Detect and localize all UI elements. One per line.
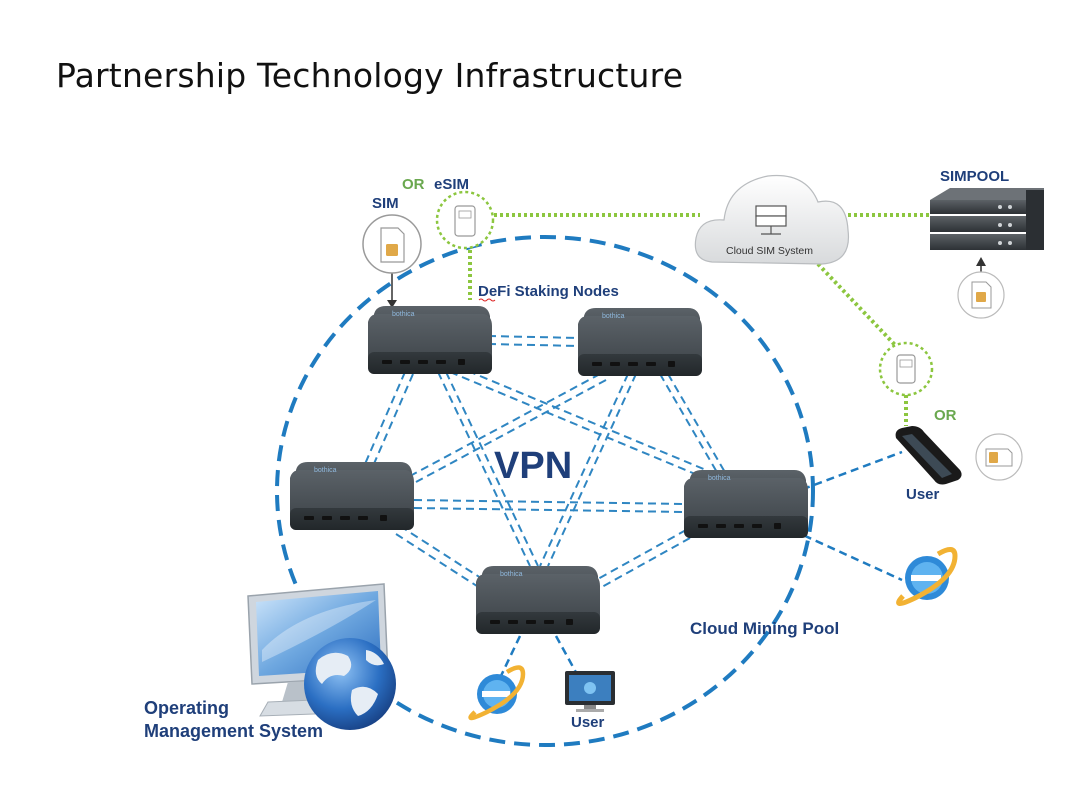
node-brand: bothica xyxy=(392,311,415,318)
cloud-sim-system-icon xyxy=(694,174,850,265)
browser-icon-bottom xyxy=(468,665,526,721)
node-brand: bothica xyxy=(500,571,523,578)
smartphone-icon xyxy=(895,426,962,485)
defi-staking-nodes-label: DeFi Staking Nodes xyxy=(478,283,619,300)
staking-node-1: bothica xyxy=(368,306,492,374)
simpool-label: SIMPOOL xyxy=(940,168,1009,185)
vpn-mesh-links xyxy=(364,335,727,589)
or-label-right: OR xyxy=(934,407,957,424)
esim-icon xyxy=(435,190,495,250)
desktop-computer-icon xyxy=(565,671,615,712)
simpool-server-icon xyxy=(930,188,1044,250)
node-brand: bothica xyxy=(314,467,337,474)
staking-node-2: bothica xyxy=(578,308,702,376)
staking-node-3: bothica xyxy=(290,462,414,530)
sim-label: SIM xyxy=(372,195,399,212)
spellcheck-underline xyxy=(478,298,496,302)
or-label-top: OR xyxy=(402,176,425,193)
cloud-mining-pool-circle xyxy=(275,235,815,747)
simpool-sim-card-icon xyxy=(957,271,1005,319)
user-label-bottom: User xyxy=(571,714,605,731)
sim-arrow xyxy=(387,272,397,308)
node-brand: bothica xyxy=(708,475,731,482)
operating-label-line1: Operating xyxy=(144,698,229,718)
user-links xyxy=(498,450,903,679)
user-esim-icon xyxy=(878,341,934,397)
user-label-right: User xyxy=(906,486,940,503)
globe-icon xyxy=(304,638,396,730)
user-sim-card-icon xyxy=(975,433,1023,481)
staking-node-4: bothica xyxy=(684,470,808,538)
sim-links xyxy=(468,213,930,426)
vpn-label: VPN xyxy=(494,445,572,487)
cloud-mining-pool-label: Cloud Mining Pool xyxy=(690,619,839,638)
node-brand: bothica xyxy=(602,313,625,320)
browser-icon-right xyxy=(896,547,958,606)
staking-node-5: bothica xyxy=(476,566,600,634)
operating-label-line2: Management System xyxy=(144,721,323,741)
cloud-sim-system-label: Cloud SIM System xyxy=(726,245,813,257)
esim-label: eSIM xyxy=(434,176,469,193)
page-title: Partnership Technology Infrastructure xyxy=(56,56,684,95)
sim-card-icon xyxy=(362,214,422,274)
